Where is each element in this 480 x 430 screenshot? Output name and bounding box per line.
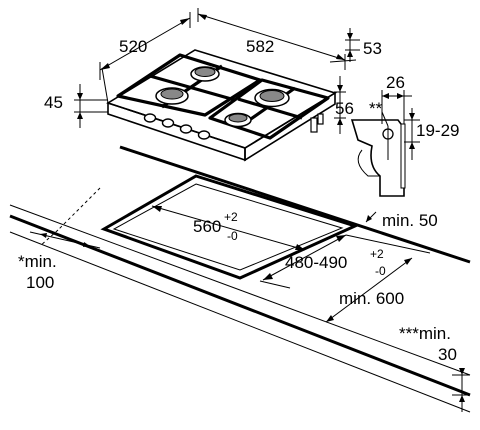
label-height-56: 56 — [335, 99, 354, 118]
label-clip-stars: ** — [369, 99, 383, 118]
label-min-50: min. 50 — [382, 211, 438, 230]
label-min-600: min. 600 — [339, 289, 404, 308]
cutout — [100, 174, 360, 280]
burner-back-right — [254, 88, 290, 108]
pan-support-right — [208, 78, 330, 140]
label-clip-19-29: 19-29 — [416, 121, 459, 140]
label-cutout-depth-tol-minus: -0 — [375, 264, 386, 278]
label-width-520: 520 — [119, 37, 147, 56]
label-min-100-line2: 100 — [26, 273, 54, 292]
cutout-width-dimension — [151, 205, 306, 251]
label-width-582: 582 — [246, 37, 274, 56]
label-min-30-line2: 30 — [438, 345, 457, 364]
label-cutout-depth: 480-490 — [285, 253, 347, 272]
clearance-dimensions — [29, 211, 470, 412]
mounting-clip — [350, 90, 420, 197]
burner-front-right — [224, 112, 252, 128]
label-cutout-width-tol-minus: -0 — [227, 229, 238, 243]
label-height-45: 45 — [44, 93, 63, 112]
burner-front-left — [155, 87, 189, 105]
cutout-depth-dimension — [259, 234, 431, 289]
label-min-100-line1: *min. — [18, 252, 57, 271]
label-min-30-line1: ***min. — [399, 324, 451, 343]
label-cutout-width: 560 — [193, 217, 221, 236]
label-cutout-width-tol-plus: +2 — [224, 210, 238, 224]
dimension-labels: 520 582 53 45 56 26 ** 19-29 560 +2 -0 4… — [18, 37, 459, 364]
label-depth-53: 53 — [363, 39, 382, 58]
label-clip-26: 26 — [386, 73, 405, 92]
gas-hob — [106, 49, 337, 162]
gas-connection — [310, 113, 324, 133]
burner-back-left — [190, 66, 220, 82]
hob-dimensions — [74, 8, 360, 134]
label-cutout-depth-tol-plus: +2 — [370, 247, 384, 261]
control-knobs — [143, 113, 211, 140]
